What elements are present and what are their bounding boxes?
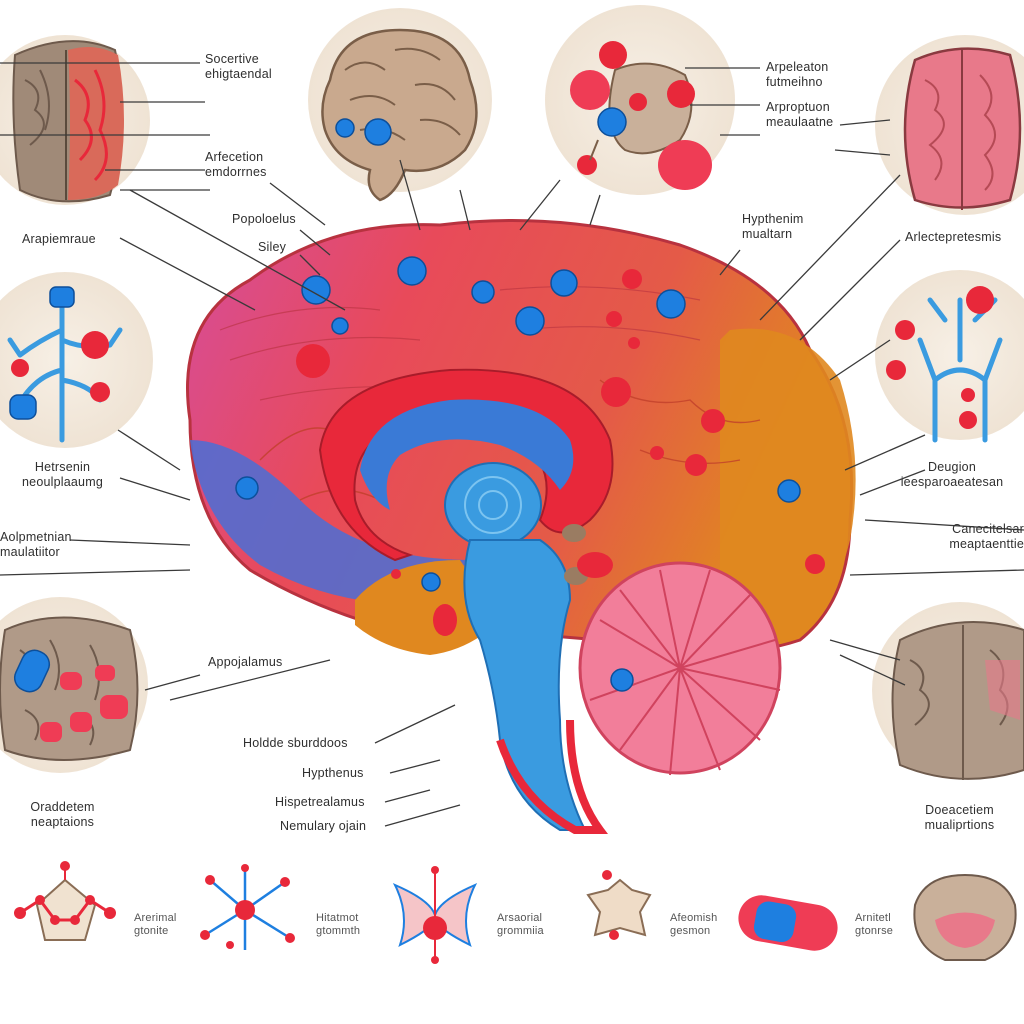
icon-star-pituitary — [586, 870, 652, 940]
inset-top-left-brain — [0, 35, 150, 205]
label-siley: Siley — [258, 240, 287, 254]
label-holdde: Holdde sburddoos — [243, 736, 348, 750]
label-hypthenus: Hypthenus — [302, 766, 364, 780]
icon-x-gland — [392, 866, 478, 964]
leader-lines — [0, 62, 1024, 827]
label-appojalamus: Appojalamus — [208, 655, 283, 669]
main-brain — [186, 219, 856, 834]
label-arlectepretesmis: Arlectepretesmis — [905, 230, 1002, 244]
inset-top-center-brain — [308, 8, 492, 202]
inset-bottom-right-brain — [872, 602, 1024, 780]
label-nemulary: Nemulary ojain — [280, 819, 367, 833]
inset-molecules — [545, 5, 735, 195]
inset-bottom-left-brain — [0, 597, 148, 773]
pill-icon — [738, 895, 838, 951]
brain-nodes — [235, 256, 825, 692]
label-popoloelus: Popoloelus — [232, 212, 296, 226]
icon-pentagon-molecule — [14, 861, 116, 941]
label-arapiemraue: Arapiemraue — [22, 232, 96, 246]
inset-right-neuron-tree — [875, 270, 1024, 443]
inset-top-right-brain — [875, 35, 1024, 215]
inset-left-neuron-tree — [0, 272, 153, 448]
label-hispetrealamus: Hispetrealamus — [275, 795, 365, 809]
icon-neuron-star — [200, 864, 295, 950]
icon-brain-section — [913, 873, 1017, 961]
